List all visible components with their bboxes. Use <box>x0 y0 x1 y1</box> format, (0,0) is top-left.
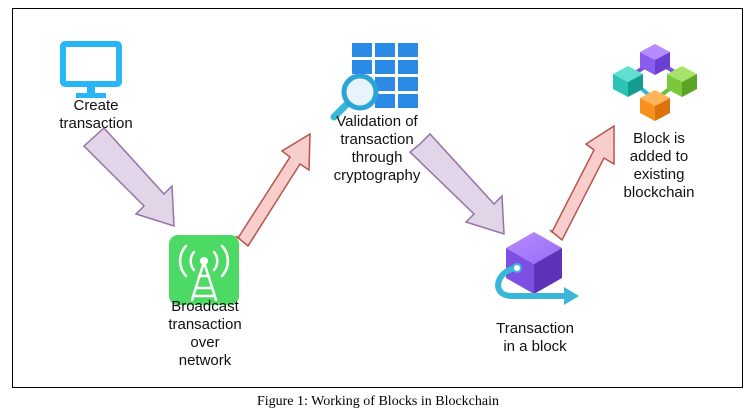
arrow-validation-to-block <box>408 132 505 236</box>
arrow-broadcast-to-validation <box>235 132 311 248</box>
monitor-icon <box>60 41 122 98</box>
grid-search-icon <box>330 43 418 121</box>
broadcast-tower-icon <box>169 235 239 305</box>
step-label-validation: Validation of transaction through crypto… <box>333 113 421 184</box>
step-label-create: Create transaction <box>59 97 133 132</box>
arrow-create-to-broadcast <box>82 126 175 228</box>
cube-arrow-icon <box>495 232 579 305</box>
arrow-block-to-chain <box>549 124 615 242</box>
step-label-broadcast: Broadcast transaction over network <box>168 298 242 369</box>
step-label-block: Transaction in a block <box>496 320 574 355</box>
step-label-chain: Block is added to existing blockchain <box>623 130 695 201</box>
figure-caption: Figure 1: Working of Blocks in Blockchai… <box>256 394 500 409</box>
blockchain-cubes-icon <box>613 44 697 121</box>
